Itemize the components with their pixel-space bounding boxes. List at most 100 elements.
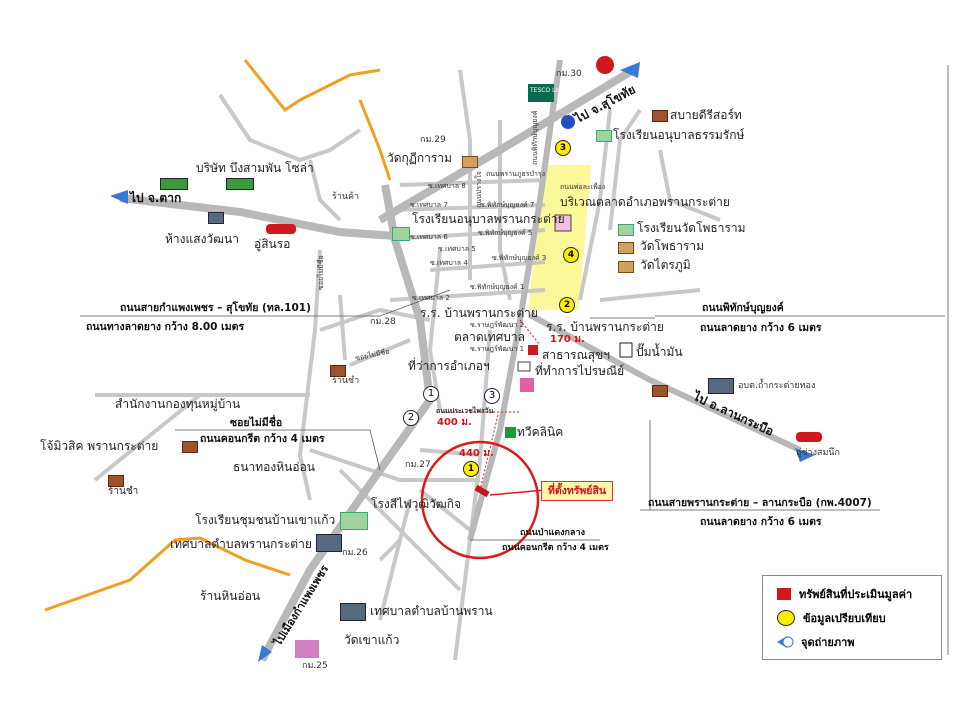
resort-icon: [652, 110, 668, 122]
street-label: ซ.เทศบาล 7: [410, 201, 448, 209]
place-wat-khaokaeo: วัดเขาแก้ว: [344, 633, 400, 647]
place-post: ที่ทำการไปรษณีย์: [535, 364, 625, 378]
post-envelope-icon: [517, 361, 531, 372]
place-school-khaokaeo: โรงเรียนชุมชนบ้านเขาแก้ว: [195, 513, 336, 527]
school-icon: [596, 130, 612, 142]
street-label: ถนนพิทักษ์บุญยงค์: [531, 110, 539, 166]
legend-photo: จุดถ่ายภาพ: [777, 633, 855, 651]
road-note-phithak-desc: ถนนลาดยาง กว้าง 6 เมตร: [700, 322, 822, 334]
arrow-to-kamphaeng: [258, 645, 272, 662]
legend-subject: ทรัพย์สินที่ประเมินมูลค่า: [777, 585, 912, 603]
comparable-marker-1[interactable]: 1: [463, 461, 479, 477]
place-solar: บริษัท บึงสามพัน โซล่า: [196, 161, 314, 175]
road-note-hw101-desc: ถนนทางลาดยาง กว้าง 8.00 เมตร: [86, 321, 245, 333]
building-icon: [316, 534, 342, 552]
photo-point-2[interactable]: 2: [403, 410, 419, 426]
street-label: ถนนประเวชไพรวัน: [436, 407, 494, 415]
temple-icon: [618, 261, 634, 273]
comparable-marker-2[interactable]: 2: [559, 297, 575, 313]
road-note-padaeng-desc: ถนนคอนกรีต กว้าง 4 เมตร: [502, 543, 609, 553]
road-note-soi-name: ซอยไม่มีชื่อ: [230, 417, 283, 429]
photo-point-3[interactable]: 3: [484, 388, 500, 404]
street-label: ซอยไม่มีชื่อ: [317, 255, 325, 290]
street-label: ซ.ราษฎร์พัฒนา 2: [470, 321, 525, 329]
km-marker: กม.28: [370, 317, 396, 327]
place-anuban-pran: โรงเรียนอนุบาลพรานกระต่าย: [412, 212, 565, 226]
street-label: ซ.ราษฎร์พัฒนา 1: [470, 345, 525, 353]
place-grocery-2: ร้านชำ: [108, 486, 139, 497]
km-marker: กม.30: [556, 69, 582, 79]
place-school-ban1: ร.ร. บ้านพรานกระต่าย: [420, 306, 538, 320]
wat-khaokaeo-icon: [295, 640, 319, 658]
place-school-pho: โรงเรียนวัดโพธาราม: [637, 221, 746, 235]
place-grocery: ร้านชำ: [332, 376, 360, 386]
market-icon: [554, 214, 572, 232]
place-wat-trai: วัดไตรภูมิ: [640, 258, 691, 272]
street-label: ซ.เทศบาล 4: [430, 259, 468, 267]
health-cross-icon: [528, 345, 538, 355]
street-label: ซ.เทศบาล 2: [412, 294, 450, 302]
place-market-muni: ตลาดเทศบาล: [454, 330, 526, 344]
place-shop: ร้านค้า: [332, 192, 360, 202]
place-health: สาธารณสุขฯ: [542, 348, 610, 362]
arrow-to-lankrabue: [795, 448, 815, 462]
arrow-to-sukhothai: [620, 62, 640, 78]
comparable-marker-3[interactable]: 3: [555, 140, 571, 156]
distance-440: 440 ม.: [459, 448, 494, 459]
place-sabaidee: สบายดีรีสอร์ท: [670, 108, 742, 122]
subject-radius-circle: [420, 440, 540, 560]
place-village-fund: สำนักงานกองทุนหมู่บ้าน: [115, 397, 241, 411]
legend-photo-label: จุดถ่ายภาพ: [801, 636, 855, 649]
factory-icon: [160, 178, 188, 190]
callout-pointer: [489, 489, 546, 496]
place-muni-pran: เทศบาลตำบลพรานกระต่าย: [170, 537, 312, 551]
subject-property-marker: [474, 484, 490, 498]
ptt-icon: [561, 115, 575, 129]
comparable-marker-4[interactable]: 4: [563, 247, 579, 263]
temple-icon: [618, 242, 634, 254]
km-marker: กม.29: [420, 135, 446, 145]
orange-roads: [44, 59, 392, 612]
place-jo-music: โจ้มิวสิค พรานกระต่าย: [40, 439, 159, 453]
map-legend: ทรัพย์สินที่ประเมินมูลค่า ข้อมูลเปรียบเท…: [762, 575, 942, 660]
street-label: ถนนพ่อละเพื่อง: [560, 183, 606, 191]
caltex-icon: [596, 56, 614, 74]
annotation-lines: [80, 65, 949, 655]
street-label: ซ.พิทักษ์บุญยงค์ 7: [480, 201, 535, 209]
street-label: ซ.พิทักษ์บุญยงค์ 3: [492, 254, 547, 262]
store-icon: [208, 212, 224, 224]
school-icon: [392, 227, 410, 241]
direction-to-tak: ไป จ.ตาก: [130, 191, 182, 205]
car-icon: [796, 432, 822, 442]
district-seal-icon: [520, 378, 534, 392]
place-market-area: บริเวณตลาดอำเภอพรานกระต่าย: [560, 195, 730, 209]
comparable-circle-icon: [777, 610, 795, 626]
legend-comparable: ข้อมูลเปรียบเทียบ: [777, 609, 886, 627]
place-district-office: ที่ว่าการอำเภอฯ: [408, 359, 490, 373]
place-saengwatthana: ห้างแสงวัฒนา: [165, 232, 239, 246]
legend-comparable-label: ข้อมูลเปรียบเทียบ: [803, 612, 886, 625]
clinic-cross-icon: [505, 427, 516, 438]
place-obt: อบต.ถ้ำกระต่ายทอง: [738, 381, 816, 391]
tesco-lotus-logo: [528, 84, 554, 102]
place-thanathong: ธนาทองหินอ่อน: [233, 460, 315, 474]
place-wat-pho: วัดโพธาราม: [640, 239, 705, 253]
subject-property-callout: ที่ตั้งทรัพย์สิน: [541, 481, 613, 501]
street-label: ซ.เทศบาล 6: [410, 233, 448, 241]
shop-icon: [330, 365, 346, 377]
place-clinic: ทวีคลินิค: [517, 425, 564, 439]
photo-point-1[interactable]: 1: [423, 386, 439, 402]
school-icon: [340, 512, 368, 530]
car-icon: [266, 224, 296, 234]
road-note-padaeng-name: ถนนป่าแดงกลาง: [520, 528, 585, 538]
place-rice-mill: โรงสีไฟวุฒิวัฒกิจ: [371, 497, 462, 511]
place-garage-somnuek: อู่ช่างสมนึก: [796, 448, 840, 458]
factory-icon: [226, 178, 254, 190]
legend-subject-label: ทรัพย์สินที่ประเมินมูลค่า: [799, 588, 913, 601]
place-muni-banpran: เทศบาลตำบลบ้านพราน: [370, 604, 493, 618]
street-label: ถนนปรางใจ: [475, 171, 483, 208]
road-note-kp4007-desc: ถนนลาดยาง กว้าง 6 เมตร: [700, 516, 822, 528]
place-school-ban2: ร.ร. บ้านพรานกระต่าย: [546, 320, 664, 334]
shop-icon: [182, 441, 198, 453]
